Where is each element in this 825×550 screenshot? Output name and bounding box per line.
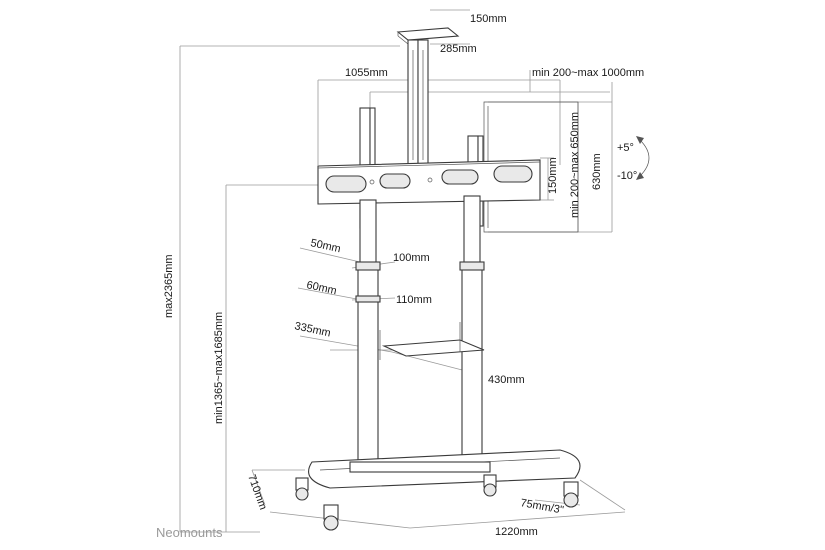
upper-clamp-depth-label: 50mm — [309, 237, 341, 255]
max-height-label: max2365mm — [163, 254, 175, 318]
lower-clamp-width-label: 110mm — [396, 294, 432, 306]
brand-logo-text: Neomounts — [156, 525, 223, 540]
tilt-down-label: -10° — [617, 170, 637, 182]
caster-rear-right — [483, 474, 497, 497]
top-depth-label: 285mm — [440, 43, 477, 55]
caster-front-left — [323, 504, 339, 531]
mount-bracket — [317, 159, 541, 205]
tilt-up-label: +5° — [617, 142, 634, 154]
vesa-vertical-label: min 200~max 650mm — [569, 112, 581, 218]
base — [295, 449, 581, 531]
rail-height-label: 630mm — [591, 153, 603, 190]
top-plate — [396, 27, 460, 45]
caster-front-right — [563, 481, 579, 508]
columns — [355, 195, 485, 469]
base-depth-label: 710mm — [245, 473, 269, 512]
caster-label: 75mm/3" — [519, 497, 564, 516]
shelf-width-label: 430mm — [488, 374, 525, 386]
vesa-horizontal-label: min 200~max 1000mm — [532, 67, 644, 79]
tilt-indicator — [636, 136, 650, 180]
bracket-width-label: 1055mm — [345, 67, 388, 79]
shelf — [379, 322, 485, 360]
shelf-depth-label: 335mm — [293, 320, 331, 339]
lower-clamp-depth-label: 60mm — [305, 279, 337, 297]
height-range-label: min1365~max1685mm — [213, 312, 225, 424]
bracket-height-label: 150mm — [547, 157, 559, 194]
top-width-label: 150mm — [470, 13, 507, 25]
upper-clamp-width-label: 100mm — [393, 252, 430, 264]
base-width-label: 1220mm — [495, 526, 538, 538]
caster-rear-left — [295, 477, 309, 501]
center-column — [407, 39, 429, 169]
